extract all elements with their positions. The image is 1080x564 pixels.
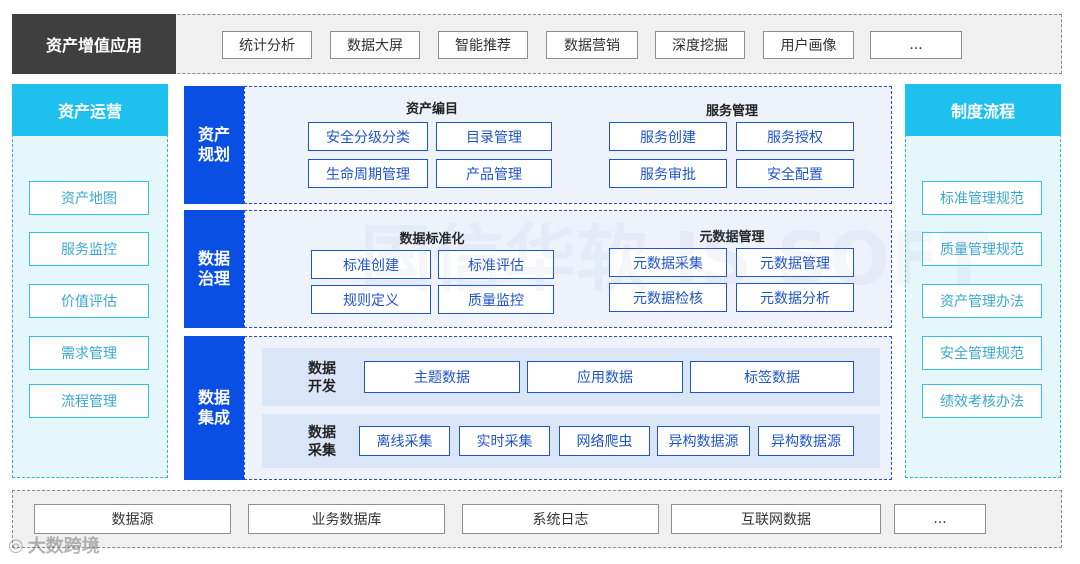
- top-item-mining[interactable]: 深度挖掘: [655, 31, 745, 59]
- left-item-service-monitor[interactable]: 服务监控: [29, 232, 149, 266]
- standard-item-rule-define[interactable]: 规则定义: [311, 285, 431, 314]
- dev-item-subject[interactable]: 主题数据: [364, 361, 520, 393]
- service-item-approve[interactable]: 服务审批: [609, 159, 727, 188]
- service-item-security-config[interactable]: 安全配置: [736, 159, 854, 188]
- standard-item-create[interactable]: 标准创建: [311, 250, 431, 279]
- bottom-item-internet-data[interactable]: 互联网数据: [671, 504, 881, 534]
- standard-item-evaluate[interactable]: 标准评估: [438, 250, 554, 279]
- right-item-asset-method[interactable]: 资产管理办法: [922, 284, 1042, 318]
- right-item-standard-spec[interactable]: 标准管理规范: [922, 181, 1042, 215]
- bottom-item-system-log[interactable]: 系统日志: [462, 504, 659, 534]
- meta-item-collect[interactable]: 元数据采集: [609, 248, 727, 277]
- logo-watermark: ◎ 大数跨境: [8, 532, 100, 558]
- logo-text: 大数跨境: [27, 536, 100, 557]
- bottom-item-more[interactable]: ...: [894, 504, 986, 534]
- dev-item-tag[interactable]: 标签数据: [690, 361, 854, 393]
- section-label-integration: 数据 集成: [184, 336, 244, 480]
- center-watermark: 国信华软 IS SOFT: [360, 217, 989, 301]
- sub-label-collect: 数据 采集: [308, 425, 336, 459]
- collect-item-heterogeneous-1[interactable]: 异构数据源: [657, 426, 750, 456]
- logo-icon: ◎: [8, 534, 24, 556]
- standard-item-quality-monitor[interactable]: 质量监控: [438, 285, 554, 314]
- top-layer-title: 资产增值应用: [12, 14, 176, 74]
- catalog-item-security-classify[interactable]: 安全分级分类: [308, 122, 428, 151]
- group-title-catalog: 资产编目: [405, 102, 458, 117]
- collect-item-crawler[interactable]: 网络爬虫: [559, 426, 650, 456]
- left-panel-frame: [12, 84, 168, 478]
- right-item-performance[interactable]: 绩效考核办法: [922, 384, 1042, 418]
- dev-item-application[interactable]: 应用数据: [527, 361, 683, 393]
- top-item-more[interactable]: ...: [870, 31, 962, 59]
- meta-item-manage[interactable]: 元数据管理: [736, 248, 854, 277]
- collect-item-heterogeneous-2[interactable]: 异构数据源: [758, 426, 854, 456]
- sub-label-dev: 数据 开发: [308, 361, 336, 395]
- top-item-recommendation[interactable]: 智能推荐: [438, 31, 528, 59]
- service-item-authorize[interactable]: 服务授权: [736, 122, 854, 151]
- catalog-item-lifecycle[interactable]: 生命周期管理: [308, 159, 428, 188]
- top-item-statistics[interactable]: 统计分析: [222, 31, 312, 59]
- catalog-item-product[interactable]: 产品管理: [436, 159, 552, 188]
- section-label-governance: 数据 治理: [184, 210, 244, 328]
- left-item-value-eval[interactable]: 价值评估: [29, 284, 149, 318]
- left-panel-title: 资产运营: [12, 84, 168, 136]
- group-title-standardization: 数据标准化: [399, 232, 465, 247]
- right-item-quality-spec[interactable]: 质量管理规范: [922, 232, 1042, 266]
- top-item-marketing[interactable]: 数据营销: [546, 31, 638, 59]
- left-item-asset-map[interactable]: 资产地图: [29, 181, 149, 215]
- section-label-planning: 资产 规划: [184, 86, 244, 204]
- group-title-metadata: 元数据管理: [699, 230, 765, 245]
- meta-item-analyze[interactable]: 元数据分析: [736, 283, 854, 312]
- top-item-profile[interactable]: 用户画像: [763, 31, 854, 59]
- right-panel-title: 制度流程: [905, 84, 1061, 136]
- catalog-item-directory[interactable]: 目录管理: [436, 122, 552, 151]
- collect-item-realtime[interactable]: 实时采集: [459, 426, 550, 456]
- bottom-item-datasource[interactable]: 数据源: [34, 504, 231, 534]
- top-item-dashboard[interactable]: 数据大屏: [330, 31, 420, 59]
- bottom-item-business-db[interactable]: 业务数据库: [248, 504, 445, 534]
- meta-item-check[interactable]: 元数据检核: [609, 283, 727, 312]
- group-title-service: 服务管理: [705, 104, 758, 119]
- service-item-create[interactable]: 服务创建: [609, 122, 727, 151]
- right-item-security-spec[interactable]: 安全管理规范: [922, 336, 1042, 370]
- collect-item-offline[interactable]: 离线采集: [359, 426, 450, 456]
- left-item-process[interactable]: 流程管理: [29, 384, 149, 418]
- left-item-demand[interactable]: 需求管理: [29, 336, 149, 370]
